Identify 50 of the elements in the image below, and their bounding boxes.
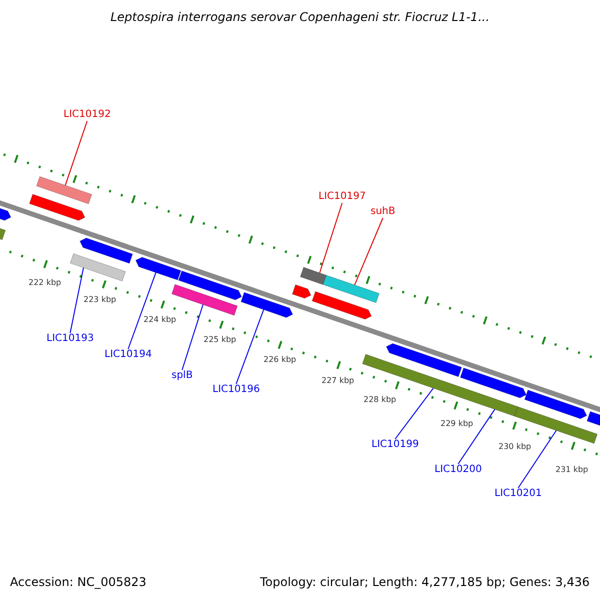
gene-bar xyxy=(300,266,327,285)
leader-line xyxy=(64,120,88,186)
leader-line xyxy=(70,267,84,334)
scale-label: 231 kbp xyxy=(556,466,588,474)
gene-bar xyxy=(36,176,92,204)
gene-label: LIC10192 xyxy=(64,110,111,120)
gene-bar xyxy=(135,256,182,280)
leader-line xyxy=(458,408,496,464)
scale-label: 229 kbp xyxy=(440,420,474,428)
leader-line xyxy=(354,218,384,286)
gene-label: LIC10199 xyxy=(372,440,419,450)
gene-label: LIC10193 xyxy=(46,334,94,344)
gene-bar xyxy=(514,406,598,444)
gene-label: LIC10197 xyxy=(318,192,366,202)
footer-text: Accession: NC_005823 xyxy=(10,576,146,588)
gene-bar xyxy=(29,194,86,221)
gene-bar xyxy=(386,343,462,378)
gene-bar xyxy=(70,253,126,282)
scale-label: 228 kbp xyxy=(364,396,396,404)
gene-bar xyxy=(240,292,294,318)
gene-label: LIC10200 xyxy=(434,465,482,475)
scale-label: 227 kbp xyxy=(322,377,354,385)
title: Leptospira interrogans serovar Copenhageni str. Fiocruz L1-1... xyxy=(109,10,491,24)
gene-label: LIC10201 xyxy=(494,489,542,499)
gene-bar xyxy=(312,291,372,320)
leader-line xyxy=(182,304,204,370)
leader-line xyxy=(518,430,557,488)
scale-label: 230 kbp xyxy=(498,443,532,451)
gene-bar xyxy=(292,284,312,299)
scale-label: 226 kbp xyxy=(264,356,296,364)
gene-bar xyxy=(80,238,133,264)
gene-bar xyxy=(171,284,238,316)
gene-bar xyxy=(178,270,242,300)
gene-label: suhB xyxy=(370,207,396,217)
gene-bar xyxy=(460,368,527,398)
gene-bar xyxy=(322,274,380,304)
leader-line xyxy=(128,272,156,350)
footer-text: Topology: circular; Length: 4,277,185 bp; Genes: 3,436 xyxy=(260,576,590,588)
scale-label: 224 kbp xyxy=(144,316,176,324)
gene-label: LIC10196 xyxy=(212,385,260,395)
scale-label: 225 kbp xyxy=(204,336,236,344)
gene-bar xyxy=(524,390,588,420)
leader-line xyxy=(319,202,343,274)
gene-bar xyxy=(362,354,518,417)
gene-label: LIC10194 xyxy=(104,350,152,360)
scale-label: 222 kbp xyxy=(28,279,62,287)
gene-label: splB xyxy=(172,371,193,381)
scale-label: 223 kbp xyxy=(84,296,116,304)
leader-line xyxy=(236,309,264,384)
leader-line xyxy=(394,388,434,440)
